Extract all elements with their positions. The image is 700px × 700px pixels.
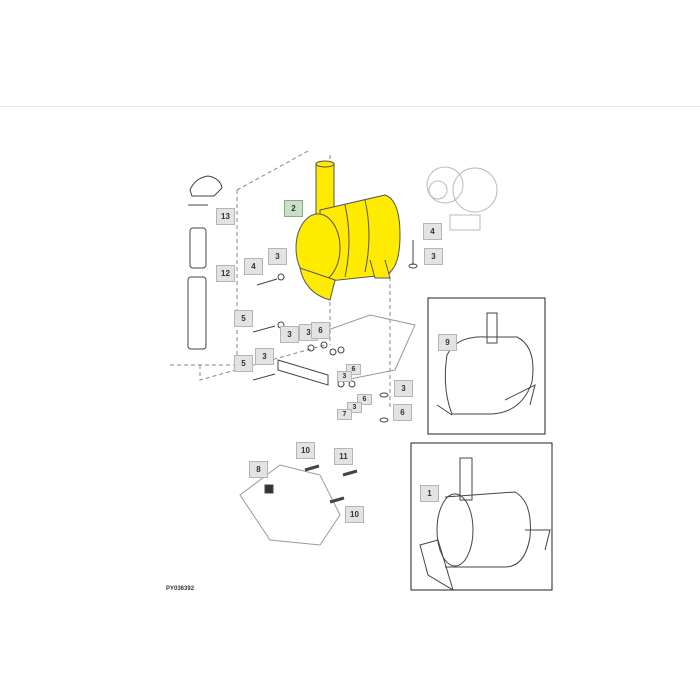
bolts	[252, 240, 418, 423]
callout-3[interactable]: 3	[268, 248, 287, 265]
exhaust-pipe	[187, 175, 223, 350]
callout-3[interactable]: 3	[424, 248, 443, 265]
callout-3[interactable]: 3	[280, 326, 299, 343]
callout-6[interactable]: 6	[346, 364, 361, 375]
callout-3[interactable]: 3	[394, 380, 413, 397]
callout-11[interactable]: 11	[334, 448, 353, 465]
callout-3[interactable]: 3	[347, 402, 362, 413]
bolts-lower	[304, 464, 358, 504]
callout-5[interactable]: 5	[234, 355, 253, 372]
callout-4[interactable]: 4	[244, 258, 263, 275]
callout-2[interactable]: 2	[284, 200, 303, 217]
callout-6[interactable]: 6	[393, 404, 412, 421]
callout-9[interactable]: 9	[438, 334, 457, 351]
muffler-highlighted	[295, 160, 401, 301]
callout-7[interactable]: 7	[337, 409, 352, 420]
inset-muffler-9	[427, 297, 546, 435]
turbocharger-sketch	[426, 166, 498, 231]
callout-1[interactable]: 1	[420, 485, 439, 502]
callout-12[interactable]: 12	[216, 265, 235, 282]
callout-5[interactable]: 5	[234, 310, 253, 327]
callout-10[interactable]: 10	[296, 442, 315, 459]
callout-10[interactable]: 10	[345, 506, 364, 523]
inset-muffler-1	[410, 442, 553, 592]
callout-3[interactable]: 3	[255, 348, 274, 365]
bushing	[264, 484, 274, 494]
callout-3[interactable]: 3	[337, 371, 352, 382]
divider	[0, 106, 700, 107]
mounting-brackets	[239, 314, 416, 546]
callout-8[interactable]: 8	[249, 461, 268, 478]
callout-6[interactable]: 6	[357, 394, 372, 405]
callout-6[interactable]: 6	[311, 322, 330, 339]
callout-4[interactable]: 4	[423, 223, 442, 240]
figure-id-label: PY036392	[166, 586, 195, 592]
callout-13[interactable]: 13	[216, 208, 235, 225]
